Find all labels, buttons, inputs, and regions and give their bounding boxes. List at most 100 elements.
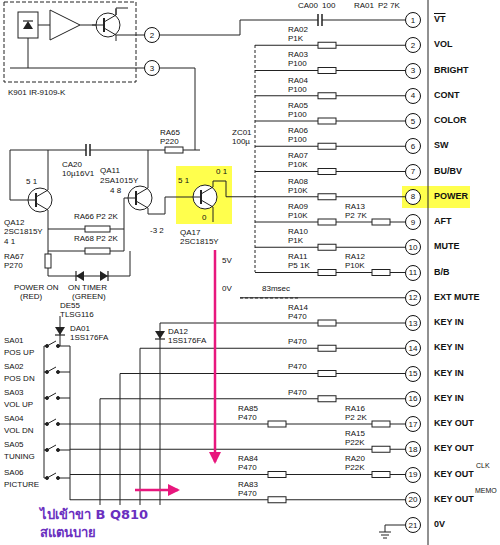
pin-name: VT [434, 14, 446, 25]
part-label: RA85 [238, 404, 258, 413]
pin-number: 13 [409, 319, 418, 328]
diode-symbol [55, 327, 65, 335]
resistor-symbol [372, 270, 390, 276]
part-label: P100 [288, 110, 307, 119]
part-label: 83msec [262, 284, 290, 293]
part-label: RA09 [288, 202, 308, 211]
part-label: P2 2K [96, 234, 118, 243]
part-label: RA02 [288, 25, 308, 34]
pin-number: 3 [150, 64, 154, 73]
resistor-symbol [45, 254, 51, 268]
annotation-note: ไปเข้าขา B Q810 [40, 506, 148, 523]
wire [58, 450, 70, 451]
pin-circle: 16 [405, 391, 421, 407]
part-label: 5 1 [26, 177, 37, 186]
part-label: (RED) [20, 292, 42, 301]
part-label: P270 [4, 261, 23, 270]
switch-contact [46, 345, 49, 348]
pin-circle: 20 [405, 492, 421, 508]
pin-circle: 3 [405, 63, 421, 79]
pin-name: KEY OUT [434, 469, 474, 480]
led-symbol [76, 271, 84, 281]
pin-name: B/B [434, 267, 450, 278]
pin-number: 8 [411, 192, 415, 201]
transistor-lead [201, 200, 213, 213]
part-label: RA83 [238, 480, 258, 489]
diode-body [23, 21, 33, 29]
pin-number: 6 [411, 142, 415, 151]
switch-contact [46, 449, 49, 452]
part-label: P1K [288, 236, 303, 245]
part-label: VOL DN [4, 426, 34, 435]
highlight [402, 186, 470, 208]
transistor-symbol [189, 181, 217, 213]
pin-number: 1 [411, 16, 415, 25]
part-label: 1SS176FA [70, 333, 108, 342]
pin-circle: 5 [405, 113, 421, 129]
ground-symbol [379, 525, 391, 538]
part-label: P22K [345, 438, 365, 447]
wire [58, 372, 70, 373]
capacitor-symbol [318, 14, 322, 26]
pin-circle: 12 [405, 290, 421, 306]
pin-circle: 15 [405, 366, 421, 382]
part-label: 2SA1015Y [100, 176, 138, 185]
transistor-lead [92, 25, 104, 26]
pin-number: 5 [411, 117, 415, 126]
diode-symbol [155, 331, 165, 339]
pin-circle: 19 [405, 467, 421, 483]
part-label: -3 2 [150, 226, 164, 235]
part-label: 4 8 [110, 186, 121, 195]
part-label: P2 7K [345, 211, 367, 220]
pin-number: 7 [411, 167, 415, 176]
wire [120, 373, 405, 374]
part-label: RA14 [288, 303, 308, 312]
part-label: P100 [288, 85, 307, 94]
wire [58, 478, 70, 479]
wire [240, 297, 405, 298]
wire [58, 424, 70, 425]
pin-number: 12 [409, 293, 418, 302]
resistor-symbol [268, 421, 286, 427]
pin-name: KEY IN [434, 368, 464, 379]
part-label: DA12 [168, 327, 188, 336]
part-label: K901 IR-9109-K [8, 88, 65, 97]
wire [160, 68, 195, 150]
transistor-lead [201, 181, 213, 194]
part-label: RA01 [354, 1, 374, 10]
pin-number: 10 [409, 243, 418, 252]
pin-name: EXT MUTE [434, 292, 480, 303]
part-label: P220 [160, 137, 179, 146]
part-label: P10K [288, 160, 308, 169]
part-label: ON TIMER [68, 283, 107, 292]
annotation-arrow [135, 489, 178, 492]
resistor-symbol [372, 219, 390, 225]
pin-circle: 9 [405, 214, 421, 230]
pin-circle: 3 [144, 60, 160, 76]
pin-number: 9 [411, 218, 415, 227]
resistor-symbol [165, 147, 183, 153]
part-label: 4 1 [4, 237, 15, 246]
pin-circle: 11 [405, 265, 421, 281]
part-label: RA20 [345, 454, 365, 463]
part-label: 0 [202, 213, 206, 222]
part-label: 0 1 [216, 167, 227, 176]
part-label: P10K [288, 211, 308, 220]
part-label: RA84 [238, 454, 258, 463]
pin-circle: 2 [405, 37, 421, 53]
part-label: SA05 [4, 440, 24, 449]
led-symbol [100, 271, 108, 281]
pin-number: 14 [409, 344, 418, 353]
annotation-arrow [214, 250, 217, 462]
pin-number: 2 [411, 41, 415, 50]
resistor-symbol [318, 42, 336, 48]
part-label: 5V [222, 256, 232, 265]
highlight [176, 166, 232, 224]
part-label: RA04 [288, 76, 308, 85]
wire [120, 374, 121, 506]
part-label: ZC01 [232, 128, 252, 137]
wire [58, 346, 70, 347]
transistor-lead [24, 200, 36, 201]
part-label: CLK [476, 462, 490, 470]
part-label: CA20 [62, 160, 82, 169]
